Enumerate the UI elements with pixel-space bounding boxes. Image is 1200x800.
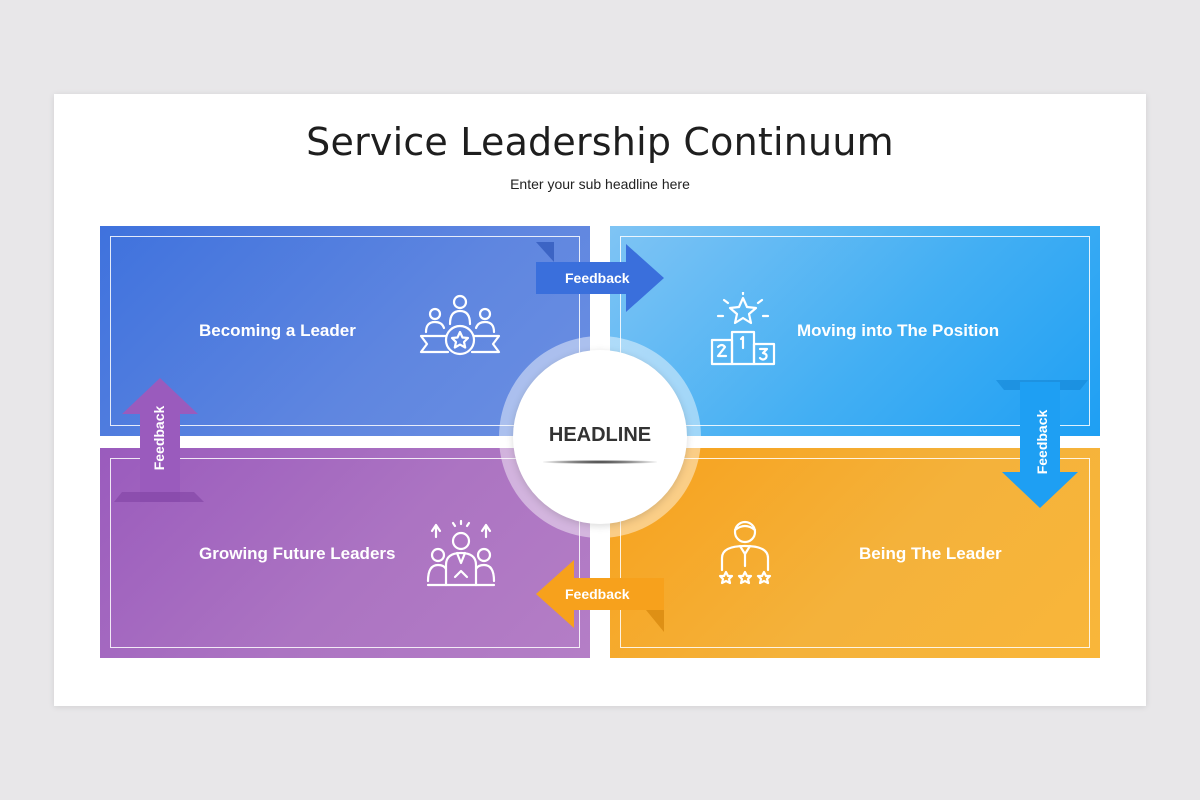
- feedback-arrow-up: [114, 378, 204, 502]
- feedback-label: Feedback: [1034, 409, 1050, 475]
- page-subtitle: Enter your sub headline here: [510, 176, 690, 192]
- center-headline: HEADLINE: [548, 424, 652, 446]
- quadrant-label: Growing Future Leaders: [199, 544, 396, 563]
- quadrant-frame: [620, 236, 1090, 426]
- leader-rating-icon: [718, 520, 772, 585]
- feedback-label: Feedback: [151, 405, 167, 471]
- feedback-arrow-right: [536, 242, 664, 312]
- quadrant-moving-into-the-position: Moving into The Position: [610, 226, 1100, 436]
- feedback-arrow-left: [536, 560, 664, 632]
- feedback-label: Feedback: [565, 270, 630, 286]
- leader-award-icon: [419, 294, 501, 356]
- quadrant-frame: [620, 458, 1090, 648]
- page-title: Service Leadership Continuum: [306, 120, 894, 164]
- quadrant-label: Moving into The Position: [797, 321, 1000, 340]
- center-divider: [543, 460, 657, 464]
- quadrant-label: Becoming a Leader: [199, 321, 356, 340]
- feedback-arrow-down: [996, 380, 1088, 508]
- quadrant-growing-future-leaders: Growing Future Leaders: [100, 448, 590, 658]
- feedback-label: Feedback: [565, 586, 630, 602]
- quadrant-label: Being The Leader: [859, 544, 1002, 563]
- team-growth-icon: [426, 519, 496, 587]
- center-circle: HEADLINE: [513, 350, 687, 524]
- quadrant-frame: [110, 236, 580, 426]
- podium-star-icon: [710, 292, 776, 366]
- quadrant-frame: [110, 458, 580, 648]
